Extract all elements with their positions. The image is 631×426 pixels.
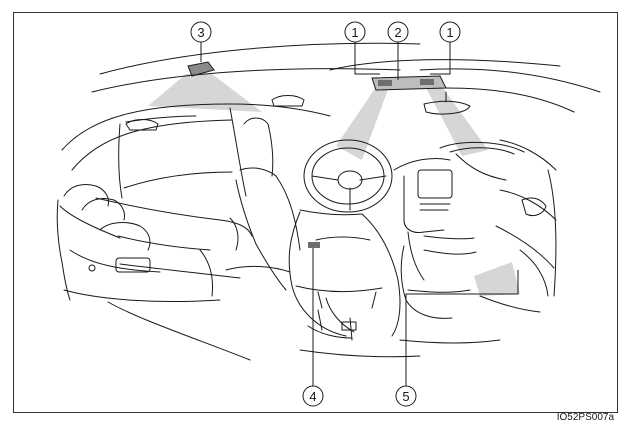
callout-1-left: 1: [344, 21, 366, 43]
callout-2: 2: [387, 21, 409, 43]
callout-1-right-label: 1: [446, 25, 453, 40]
figure-code: IO52PS007a: [557, 412, 615, 423]
light-cone-rear: [148, 74, 262, 112]
callout-3-label: 3: [197, 25, 204, 40]
callout-5: 5: [395, 385, 417, 407]
leader-callout-1-right: [430, 42, 451, 75]
leader-lines: [200, 42, 519, 386]
callout-3: 3: [190, 21, 212, 43]
callout-2-label: 2: [394, 25, 401, 40]
footwell-light: [308, 242, 320, 248]
light-cone-front-right: [424, 84, 488, 156]
diagram-frame: [13, 12, 618, 413]
callout-4-label: 4: [309, 389, 316, 404]
car-interior-lines: [56, 42, 601, 361]
front-personal-light-left: [378, 80, 392, 86]
leader-callout-5: [405, 270, 519, 386]
light-cone-footwell: [474, 262, 520, 296]
callout-5-label: 5: [402, 389, 409, 404]
callout-4: 4: [302, 385, 324, 407]
callout-1-left-label: 1: [351, 25, 358, 40]
rear-dome-light: [187, 61, 215, 77]
light-cones: [148, 74, 520, 296]
light-cone-front-left: [336, 84, 390, 160]
light-fixtures: [187, 61, 447, 248]
front-personal-light-right: [420, 79, 434, 85]
leader-callout-1-left: [354, 42, 380, 75]
callout-1-right: 1: [439, 21, 461, 43]
